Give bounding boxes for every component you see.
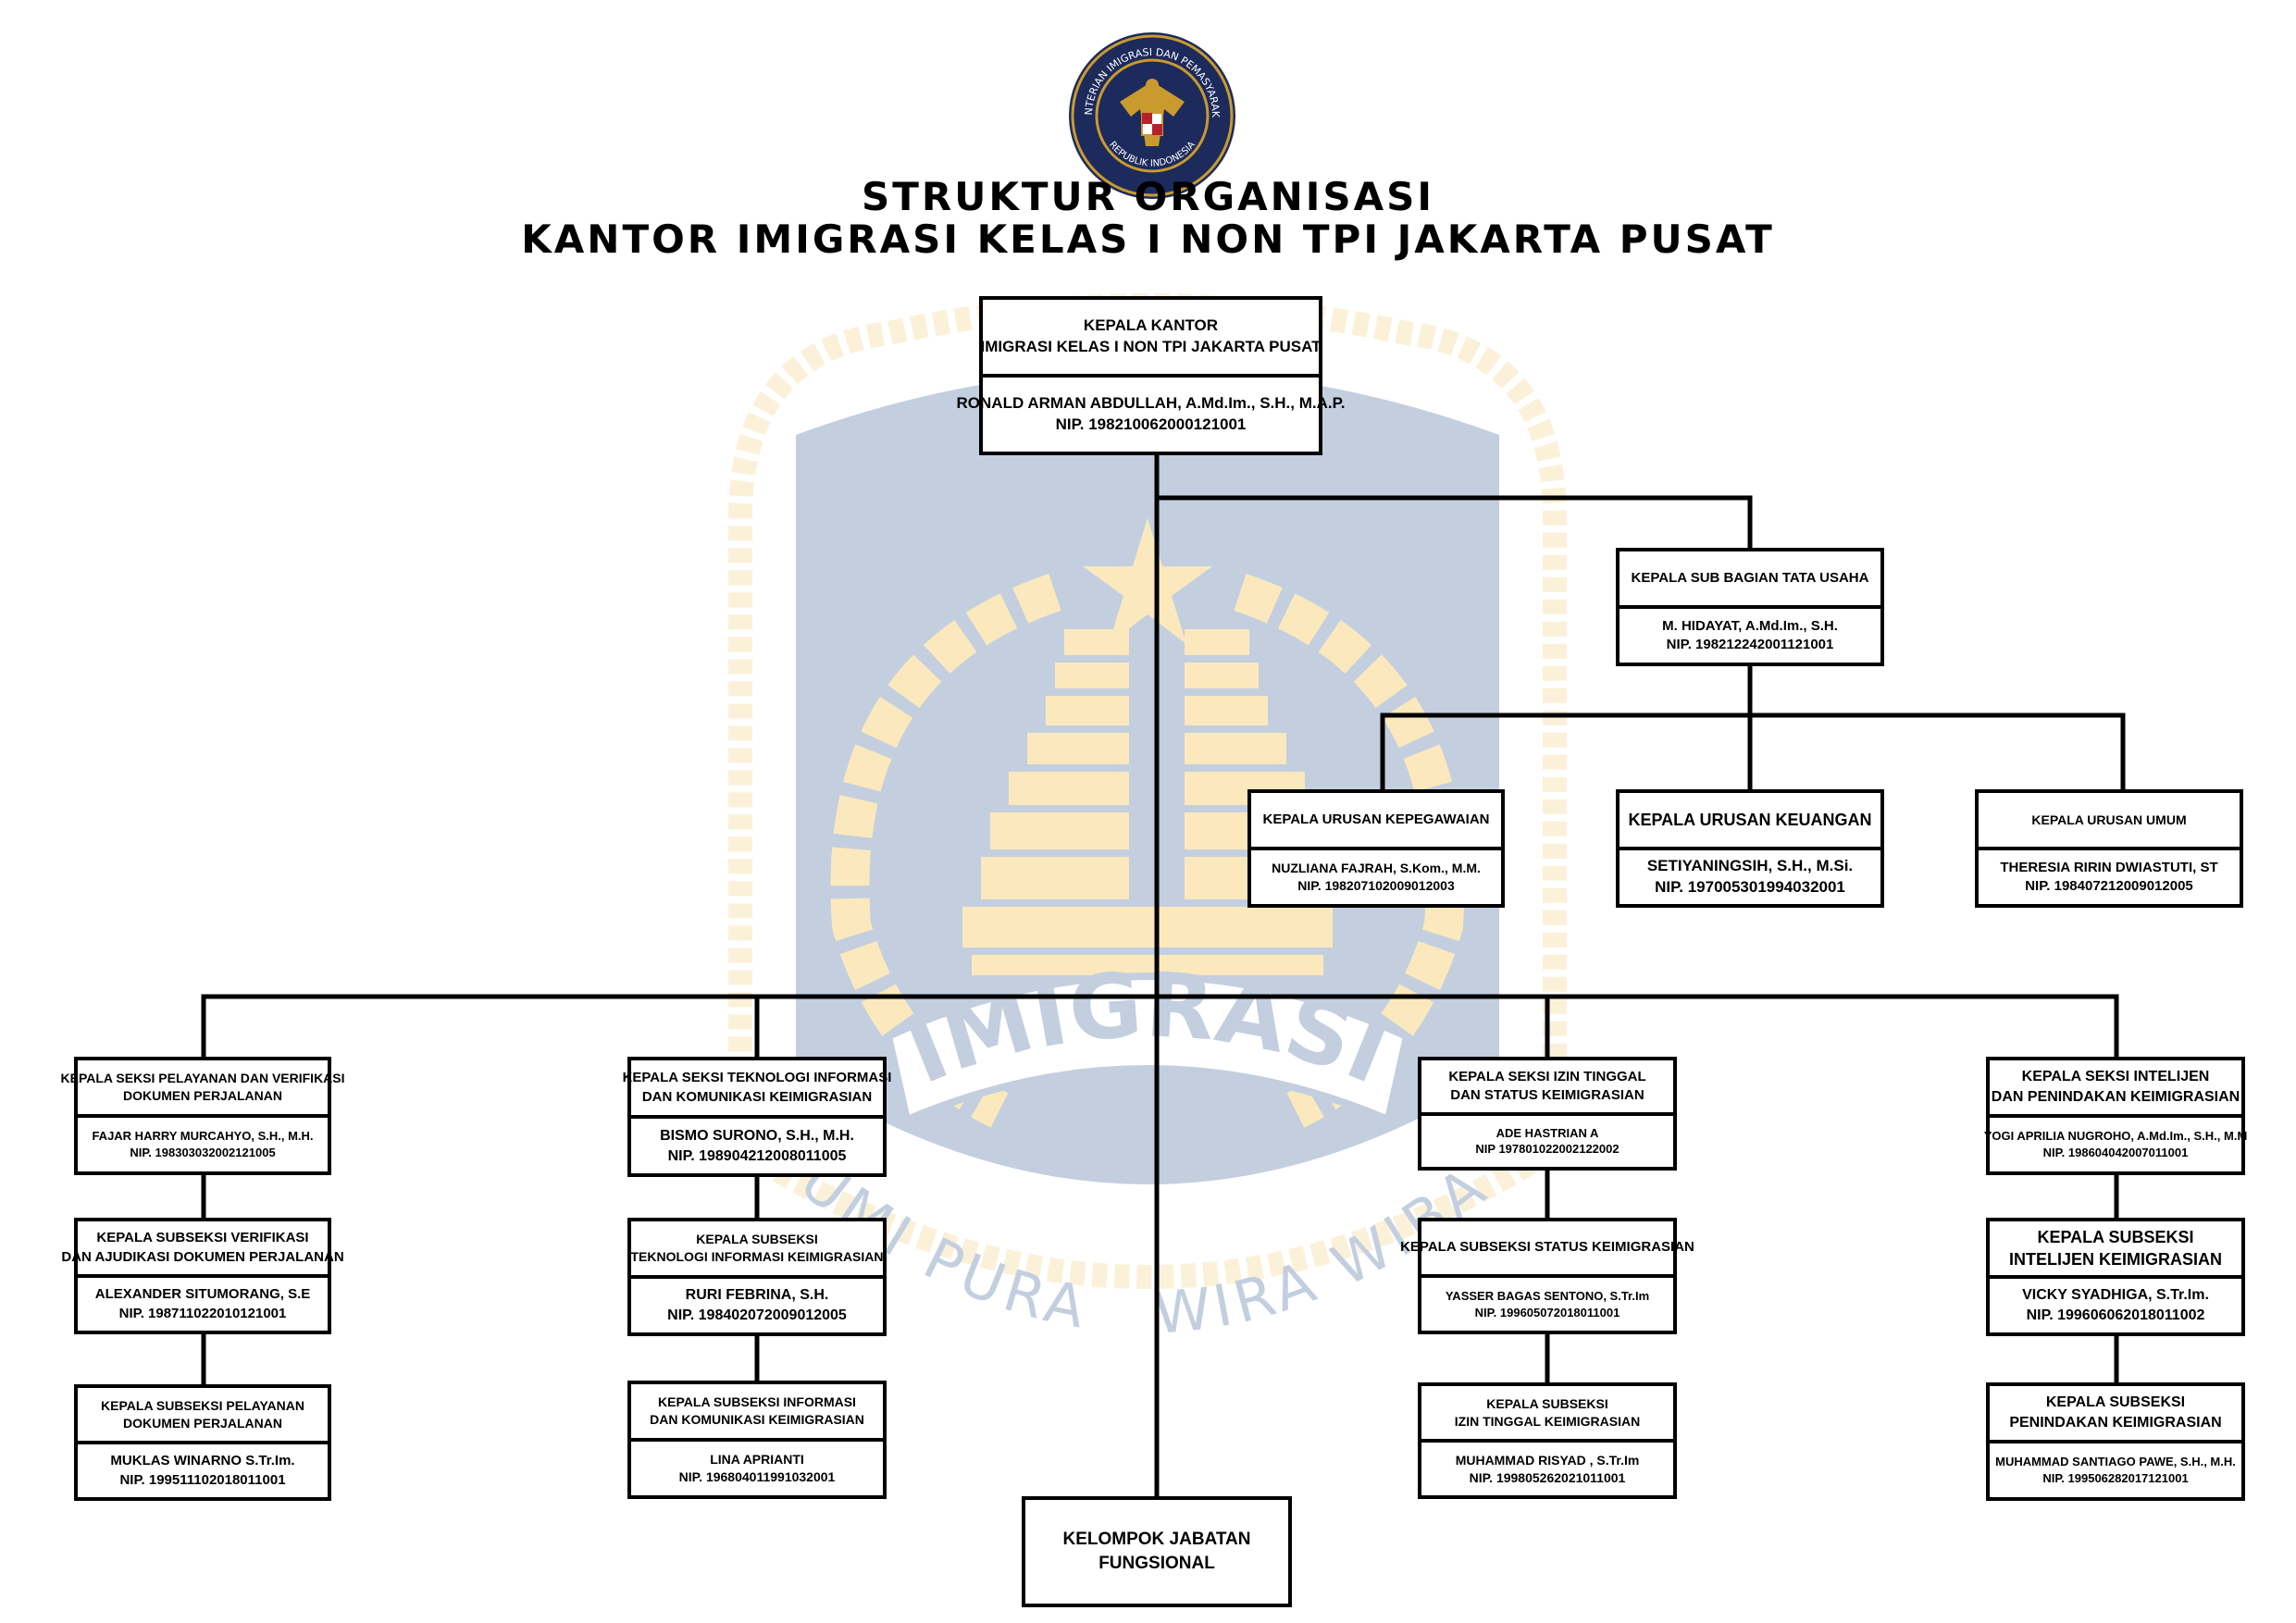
node-title-line: DOKUMEN PERJALANAN: [123, 1088, 282, 1103]
node-title-line: TEKNOLOGI INFORMASI KEIMIGRASIAN: [630, 1249, 884, 1264]
node-name: RONALD ARMAN ABDULLAH, A.Md.Im., S.H., M…: [956, 394, 1346, 413]
node-seksi-pelayanan: KEPALA SEKSI PELAYANAN DAN VERIFIKASI DOK…: [61, 1057, 345, 1175]
node-sub-penindakan: KEPALA SUBSEKSI PENINDAKAN KEIMIGRASIAN M…: [1986, 1382, 2245, 1501]
node-umum: KEPALA URUSAN UMUM THERESIA RIRIN DWIAST…: [1975, 789, 2243, 908]
node-name: FAJAR HARRY MURCAHYO, S.H., M.H.: [92, 1129, 314, 1144]
node-title-line: DOKUMEN PERJALANAN: [123, 1415, 282, 1431]
node-nip: NIP. 199605072018011001: [1474, 1305, 1620, 1319]
node-title-line: KEPALA SEKSI TEKNOLOGI INFORMASI: [622, 1070, 892, 1086]
node-name: SETIYANINGSIH, S.H., M.Si.: [1646, 857, 1854, 875]
node-seksi-tikim: KEPALA SEKSI TEKNOLOGI INFORMASI DAN KOMU…: [623, 1057, 891, 1177]
node-title-line: DAN AJUDIKASI DOKUMEN PERJALANAN: [61, 1248, 344, 1265]
watermark-shield-shape: [796, 370, 1499, 1184]
node-nip: NIP. 196804011991032001: [678, 1469, 836, 1484]
node-kepala-kantor: KEPALA KANTOR IMIGRASI KELAS I NON TPI JA…: [957, 296, 1345, 455]
watermark-rope-border: [728, 293, 1567, 1289]
node-name: MUHAMMAD SANTIAGO PAWE, S.H., M.H.: [1995, 1455, 2236, 1469]
node-title-line: KEPALA KANTOR: [1083, 316, 1219, 335]
node-title-line: KEPALA SEKSI PELAYANAN DAN VERIFIKASI: [60, 1071, 345, 1086]
node-seksi-izin: KEPALA SEKSI IZIN TINGGAL DAN STATUS KEIM…: [1418, 1057, 1677, 1171]
node-name: NUZLIANA FAJRAH, S.Kom., M.M.: [1272, 861, 1481, 876]
node-name: ALEXANDER SITUMORANG, S.E: [94, 1286, 311, 1303]
watermark-banner-shape: [884, 973, 1411, 1125]
node-nip: NIP. 198904212008011005: [667, 1147, 847, 1164]
node-nip: NIP. 198604042007011001: [2042, 1146, 2189, 1159]
ministry-logo: KEMENTERIAN IMIGRASI DAN PEMASYARAKATAN …: [1064, 28, 1235, 199]
node-nip: NIP. 198207102009012003: [1297, 878, 1455, 893]
node-sub-intel: KEPALA SUBSEKSI INTELIJEN KEIMIGRASIAN VI…: [1986, 1218, 2245, 1336]
node-title-line: KEPALA SEKSI IZIN TINGGAL: [1448, 1068, 1646, 1084]
node-nip: NIP 197801022002122002: [1475, 1142, 1620, 1157]
node-name: M. HIDAYAT, A.Md.Im., S.H.: [1662, 617, 1838, 634]
node-sub-verifikasi: KEPALA SUBSEKSI VERIFIKASI DAN AJUDIKASI …: [61, 1218, 344, 1334]
node-fungsional: KELOMPOK JABATAN FUNGSIONAL: [1022, 1496, 1292, 1607]
watermark-star-icon: [1083, 518, 1212, 644]
node-sub-ti: KEPALA SUBSEKSI TEKNOLOGI INFORMASI KEIMI…: [627, 1218, 887, 1336]
node-title-line: INTELIJEN KEIMIGRASIAN: [2008, 1250, 2223, 1269]
node-title-line: KEPALA SUBSEKSI PELAYANAN: [101, 1397, 304, 1413]
node-title-line: KEPALA SUBSEKSI: [2045, 1394, 2186, 1411]
garuda-emblem-icon: [1120, 79, 1185, 146]
node-name: RURI FEBRINA, S.H.: [685, 1287, 829, 1304]
node-title-line: KEPALA SUBSEKSI: [696, 1232, 818, 1247]
node-nip: NIP. 198711022010121001: [118, 1305, 287, 1321]
node-title-line: KEPALA SEKSI INTELIJEN: [2021, 1069, 2210, 1085]
node-title-line: KEPALA SUBSEKSI VERIFIKASI: [96, 1230, 309, 1246]
node-title-line: IZIN TINGGAL KEIMIGRASIAN: [1454, 1413, 1641, 1429]
node-title-line: KEPALA URUSAN KEPEGAWAIAN: [1262, 811, 1490, 827]
node-nip: NIP. 198402072009012005: [667, 1307, 847, 1323]
node-sub-status: KEPALA SUBSEKSI STATUS KEIMIGRASIAN YASS…: [1400, 1218, 1694, 1334]
node-title-line: KEPALA SUBSEKSI: [2037, 1227, 2194, 1246]
node-nip: NIP. 198407212009012005: [2025, 878, 2193, 894]
chart-title-line1: STRUKTUR ORGANISASI: [861, 174, 1435, 219]
node-name: BISMO SURONO, S.H., M.H.: [660, 1127, 854, 1144]
node-name: MUHAMMAD RISYAD , S.Tr.Im: [1455, 1452, 1640, 1468]
node-nip: NIP. 198212242001121001: [1666, 637, 1834, 652]
node-name: ADE HASTRIAN A: [1496, 1125, 1599, 1140]
node-title-line: KEPALA SUBSEKSI STATUS KEIMIGRASIAN: [1400, 1239, 1694, 1256]
node-title-line: DAN PENINDAKAN KEIMIGRASIAN: [1991, 1089, 2240, 1105]
node-nip: NIP. 199805262021011001: [1469, 1469, 1626, 1485]
node-title-line: KEPALA SUBSEKSI: [1486, 1395, 1608, 1411]
node-keuangan: KEPALA URUSAN KEUANGAN SETIYANINGSIH, S.…: [1616, 789, 1884, 908]
node-title-line: DAN STATUS KEIMIGRASIAN: [1450, 1086, 1644, 1103]
node-title-line: FUNGSIONAL: [1098, 1554, 1215, 1573]
node-name: LINA APRIANTI: [710, 1452, 804, 1468]
node-name: VICKY SYADHIGA, S.Tr.Im.: [2022, 1287, 2209, 1304]
node-title-line: KEPALA SUB BAGIAN TATA USAHA: [1631, 569, 1869, 586]
node-name: YOGI APRILIA NUGROHO, A.Md.Im., S.H., M.…: [1983, 1129, 2248, 1144]
node-name: THERESIA RIRIN DWIASTUTI, ST: [2000, 859, 2218, 875]
node-nip: NIP. 199606062018011002: [2026, 1307, 2205, 1323]
node-title-line: IMIGRASI KELAS I NON TPI JAKARTA PUSAT: [980, 338, 1322, 355]
node-seksi-inteldak: KEPALA SEKSI INTELIJEN DAN PENINDAKAN KEI…: [1983, 1057, 2248, 1175]
node-title-line: PENINDAKAN KEIMIGRASIAN: [2009, 1415, 2222, 1431]
node-sub-izin: KEPALA SUBSEKSI IZIN TINGGAL KEIMIGRASIAN…: [1418, 1382, 1677, 1499]
node-sub-infokom: KEPALA SUBSEKSI INFORMASI DAN KOMUNIKASI …: [627, 1381, 887, 1499]
node-name: YASSER BAGAS SENTONO, S.Tr.Im: [1445, 1288, 1650, 1303]
chart-title-line2: KANTOR IMIGRASI KELAS I NON TPI JAKARTA …: [521, 217, 1775, 262]
node-nip: NIP. 198303032002121005: [130, 1146, 276, 1159]
node-name: MUKLAS WINARNO S.Tr.Im.: [110, 1453, 295, 1469]
node-title-line: KEPALA URUSAN UMUM: [2031, 812, 2187, 827]
node-title-line: KEPALA URUSAN KEUANGAN: [1628, 810, 1872, 829]
node-nip: NIP. 197005301994032001: [1655, 878, 1845, 896]
node-sub-pelayanan: KEPALA SUBSEKSI PELAYANAN DOKUMEN PERJALA…: [74, 1384, 331, 1501]
node-title-line: KEPALA SUBSEKSI INFORMASI: [658, 1394, 856, 1410]
node-nip: NIP. 198210062000121001: [1055, 415, 1247, 433]
node-nip: NIP. 199506282017121001: [2042, 1471, 2189, 1485]
node-tata-usaha: KEPALA SUB BAGIAN TATA USAHA M. HIDAYAT,…: [1616, 548, 1884, 666]
node-kepegawaian: KEPALA URUSAN KEPEGAWAIAN NUZLIANA FAJRA…: [1247, 789, 1505, 908]
node-nip: NIP. 199511102018011001: [119, 1471, 286, 1488]
node-title-line: DAN KOMUNIKASI KEIMIGRASIAN: [641, 1088, 873, 1105]
node-title-line: KELOMPOK JABATAN: [1062, 1530, 1251, 1550]
node-title-line: DAN KOMUNIKASI KEIMIGRASIAN: [650, 1412, 864, 1427]
